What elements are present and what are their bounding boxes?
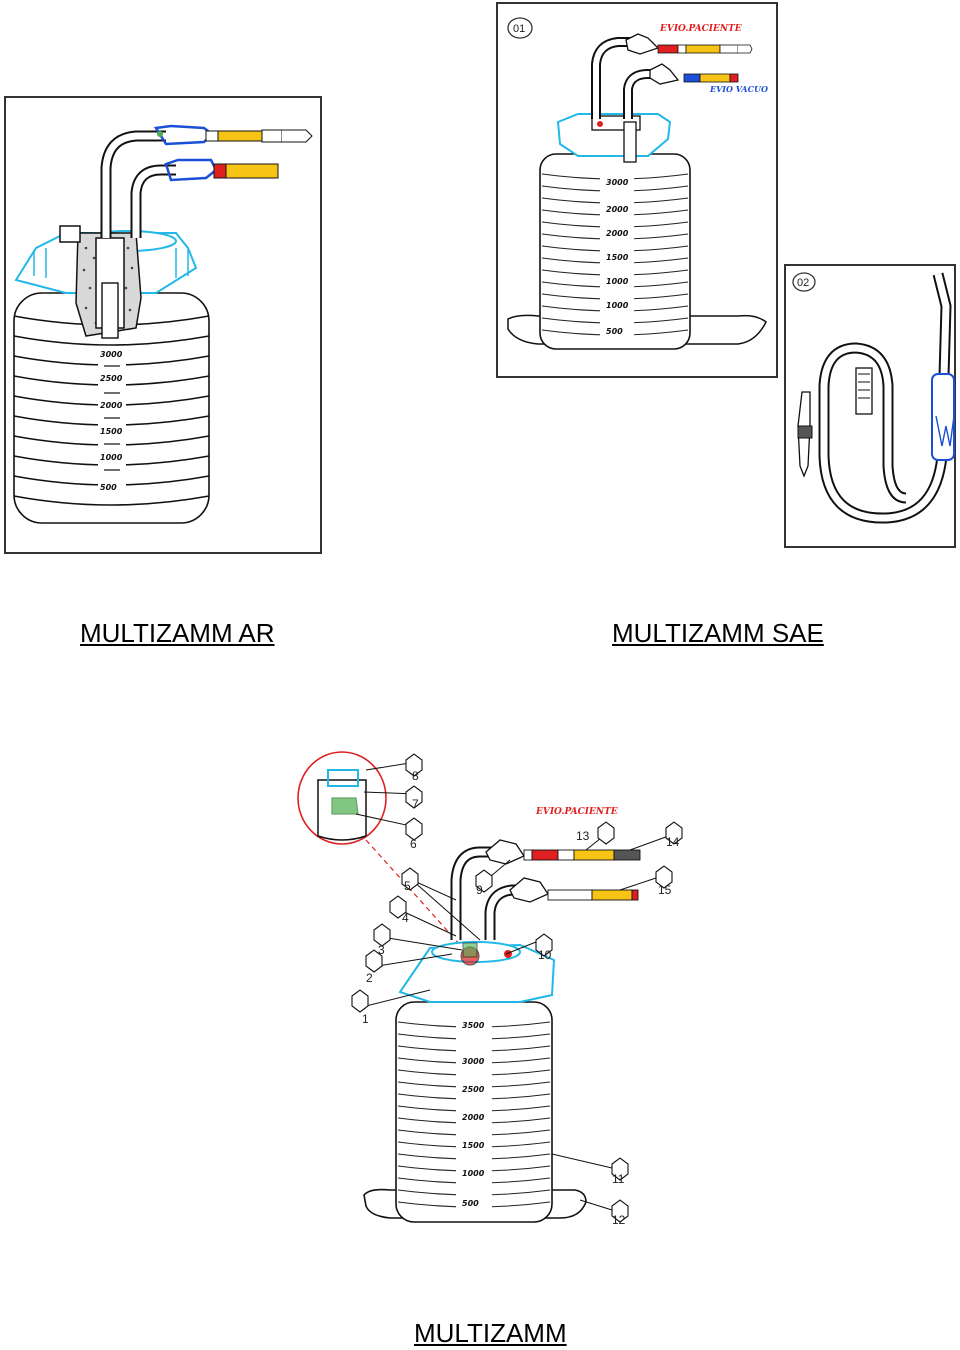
tube-badge: 02 [797,277,809,289]
callout-leaders [355,761,675,1211]
sae-grad-5: 1000 [606,277,629,286]
main-grad-3000: 3000 [462,1057,485,1066]
sae-grad-1: 3000 [606,178,629,187]
sae-grad-2: 2000 [606,205,629,214]
sae-panel: 01 EVIO.PACIENTE EVIO VACUO 3000 2000 20… [496,2,778,378]
sae-grad-6: 1000 [606,301,629,310]
caption-main: MULTIZAMM [414,1318,567,1348]
callout-9: 9 [476,883,483,897]
callout-10: 10 [538,948,552,962]
callout-1: 1 [362,1012,369,1026]
detail-valve [331,797,359,815]
ar-canister-drawing: 3000 2500 2000 1500 1000 500 [13,124,313,524]
ar-graduation-ticks [104,365,120,471]
main-grad-500: 500 [462,1199,479,1208]
suction-handle [931,373,955,461]
ar-grad-3000: 3000 [100,350,123,359]
sae-canister-drawing: 01 EVIO.PACIENTE EVIO VACUO 3000 2000 20… [507,17,768,350]
ar-grad-1500: 1500 [100,427,123,436]
sae-grad-4: 1500 [606,253,629,262]
caption-sae: MULTIZAMM SAE [612,618,824,648]
main-label-patient: EVIO.PACIENTE [535,807,618,817]
tube-set-drawing: 02 [792,272,955,524]
main-grad-1500: 1500 [462,1141,485,1150]
callout-4: 4 [402,911,409,925]
ar-graduation-strip [98,348,126,496]
sae-grad-3: 2000 [606,229,629,238]
main-grad-1000: 1000 [462,1169,485,1178]
callout-13: 13 [576,829,590,843]
detail-circle [297,751,387,845]
tube-badge-shape [792,272,816,292]
sae-label-patient: EVIO.PACIENTE [659,24,742,34]
callout-8: 8 [412,769,419,783]
ar-cap-plug [59,225,81,243]
sae-label-vacuum: EVIO VACUO [709,84,768,94]
main-exploded-diagram: EVIO.PACIENTE 3500 3000 2500 2000 1500 1… [297,751,683,1227]
sae-badge: 01 [513,23,525,35]
callout-12: 12 [612,1213,626,1227]
callout-hexagons [351,753,683,1223]
caption-ar: MULTIZAMM AR [80,618,275,648]
callout-7: 7 [412,797,419,811]
main-grad-3500: 3500 [462,1021,485,1030]
callout-11: 11 [612,1172,625,1186]
sae-badge-shape [507,17,533,39]
callout-15: 15 [658,883,672,897]
callout-2: 2 [366,971,373,985]
callout-5: 5 [404,879,411,893]
detail-cap [327,769,359,787]
sae-lid [556,113,672,157]
main-grad-2000: 2000 [462,1113,485,1122]
callout-3: 3 [378,943,385,957]
tube-panel: 02 [784,264,956,548]
ar-grad-1000: 1000 [100,453,123,462]
ar-grad-2000: 2000 [100,401,123,410]
ar-grad-2500: 2500 [100,374,123,383]
callout-14: 14 [666,835,680,849]
sae-grad-7: 500 [606,327,623,336]
callout-6: 6 [410,837,417,851]
ar-grad-500: 500 [100,483,117,492]
main-grad-2500: 2500 [462,1085,485,1094]
ar-panel: 3000 2500 2000 1500 1000 500 [4,96,322,554]
